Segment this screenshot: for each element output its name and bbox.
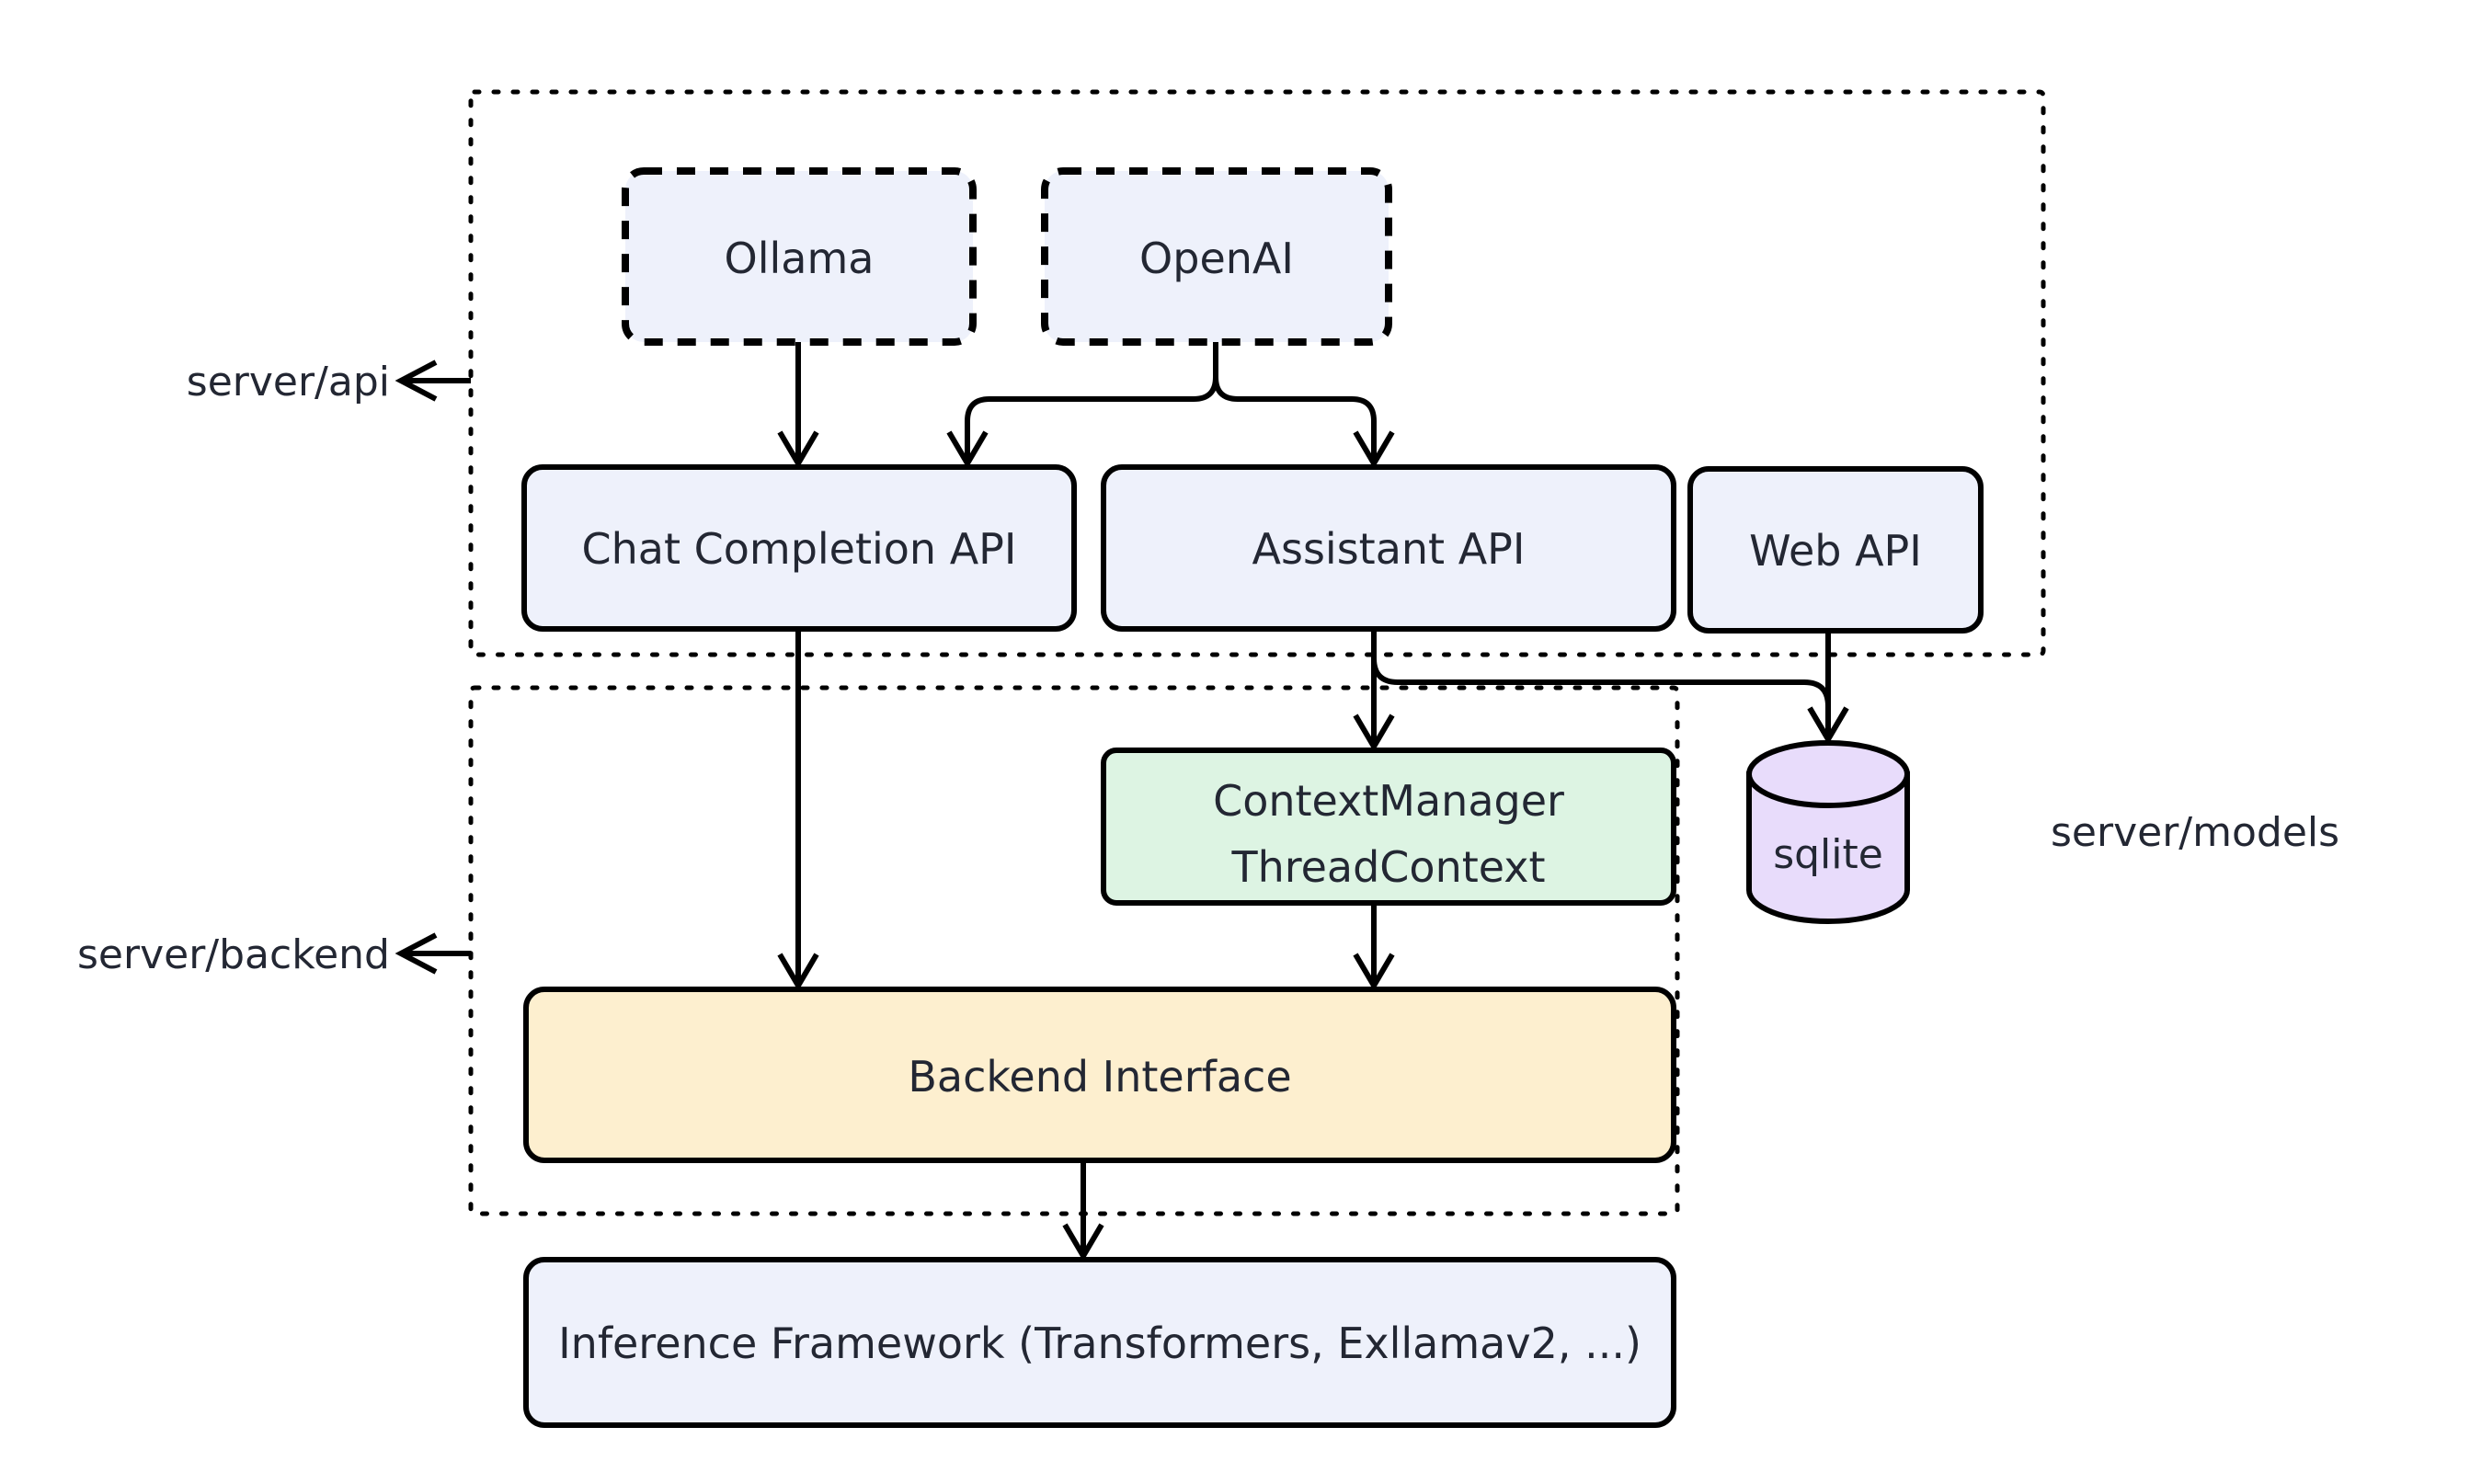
node-sqlite-label: sqlite bbox=[1773, 831, 1883, 878]
group-leader-server-api bbox=[395, 360, 471, 402]
node-chat-completion-api[interactable]: Chat Completion API bbox=[521, 464, 1077, 632]
node-inference-framework-label: Inference Framework (Transformers, Exlla… bbox=[558, 1318, 1641, 1368]
node-backend-interface[interactable]: Backend Interface bbox=[523, 987, 1676, 1163]
node-inference-framework[interactable]: Inference Framework (Transformers, Exlla… bbox=[523, 1257, 1676, 1428]
group-leader-server-backend bbox=[395, 932, 471, 975]
edge-ollama-to-chat-completion-api bbox=[777, 342, 819, 469]
node-ollama-label: Ollama bbox=[725, 234, 875, 283]
node-openai-label: OpenAI bbox=[1139, 234, 1294, 283]
edge-context-manager-to-backend-interface bbox=[1353, 903, 1395, 991]
group-label-server-api: server/api bbox=[187, 359, 390, 405]
node-sqlite[interactable]: sqlite bbox=[1746, 740, 1910, 924]
node-ollama[interactable]: Ollama bbox=[622, 167, 977, 346]
node-assistant-api[interactable]: Assistant API bbox=[1101, 464, 1676, 632]
node-openai[interactable]: OpenAI bbox=[1041, 167, 1392, 346]
node-chat-completion-api-label: Chat Completion API bbox=[582, 524, 1017, 574]
node-web-api-label: Web API bbox=[1749, 526, 1922, 576]
node-context-manager-label-line2: ThreadContext bbox=[1230, 842, 1545, 892]
edge-backend-interface-to-inference-framework bbox=[1062, 1160, 1104, 1261]
node-assistant-api-label: Assistant API bbox=[1252, 524, 1526, 574]
node-context-manager[interactable]: ContextManager ThreadContext bbox=[1101, 748, 1676, 906]
edge-openai-to-chat-completion-api bbox=[946, 342, 1218, 469]
group-label-server-models: server/models bbox=[2051, 809, 2339, 856]
group-label-server-backend: server/backend bbox=[77, 931, 390, 978]
edge-chat-completion-api-to-backend-interface bbox=[777, 629, 819, 991]
edge-web-api-to-sqlite bbox=[1807, 631, 1849, 745]
node-web-api[interactable]: Web API bbox=[1687, 466, 1984, 634]
edge-openai-to-assistant-api bbox=[1213, 342, 1395, 469]
group-container-server-api bbox=[468, 89, 2046, 657]
node-context-manager-label-line1: ContextManager bbox=[1213, 776, 1564, 826]
edge-assistant-api-to-sqlite bbox=[1371, 629, 1849, 745]
node-backend-interface-label: Backend Interface bbox=[908, 1052, 1291, 1102]
